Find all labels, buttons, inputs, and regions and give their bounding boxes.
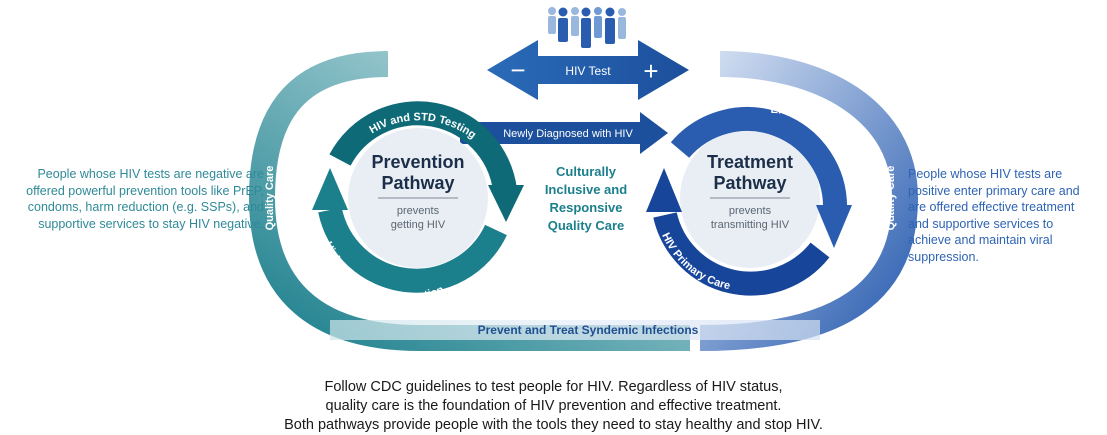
bottom-band — [330, 320, 820, 340]
footer-text: Follow CDC guidelines to test people for… — [0, 378, 1107, 435]
newly-diagnosed-arrow — [460, 112, 668, 154]
center-line-4: Quality Care — [548, 218, 625, 233]
prevention-title-1: Prevention — [371, 152, 464, 172]
treatment-sub-2: transmitting HIV — [711, 219, 790, 231]
people-icon — [548, 7, 626, 48]
right-note: People whose HIV tests are positive ente… — [908, 167, 1080, 264]
treatment-title-2: Pathway — [713, 173, 786, 193]
quality-care-left-label: Quality Care — [264, 166, 276, 231]
prevention-arc-top — [329, 101, 517, 192]
treatment-arrowhead-bottom — [646, 168, 682, 212]
minus-sign: − — [510, 55, 525, 85]
newly-diagnosed-label: Newly Diagnosed with HIV — [503, 128, 633, 140]
left-note: People whose HIV tests are negative are … — [26, 167, 264, 231]
footer-line-1: Follow CDC guidelines to test people for… — [324, 379, 783, 395]
treatment-title-1: Treatment — [707, 152, 793, 172]
treatment-arc-top — [670, 107, 848, 211]
quality-care-right-label: Quality Care — [885, 166, 897, 231]
prevention-arc-bottom — [318, 207, 507, 293]
treatment-arc-bottom — [653, 212, 830, 296]
treatment-sub-1: prevents — [729, 205, 772, 217]
footer-line-2: quality care is the foundation of HIV pr… — [325, 398, 782, 414]
hiv-test-label: HIV Test — [565, 64, 611, 78]
center-line-2: Inclusive and — [545, 182, 627, 197]
center-line-3: Responsive — [550, 200, 623, 215]
prevention-sub-1: prevents — [397, 205, 440, 217]
footer-line-3: Both pathways provide people with the to… — [284, 417, 823, 433]
center-text: Culturally Inclusive and Responsive Qual… — [545, 164, 627, 233]
center-line-1: Culturally — [556, 164, 617, 179]
syndemic-infections-label: Prevent and Treat Syndemic Infections — [478, 323, 699, 337]
prevention-sub-2: getting HIV — [391, 219, 446, 231]
prevention-arrowhead-top — [488, 185, 524, 222]
hiv-test-arrow — [487, 40, 689, 100]
treatment-arrowhead-top — [816, 205, 852, 248]
prevention-arrowhead-bottom — [312, 168, 348, 210]
prevention-title-2: Pathway — [381, 173, 454, 193]
plus-sign: + — [643, 56, 658, 86]
